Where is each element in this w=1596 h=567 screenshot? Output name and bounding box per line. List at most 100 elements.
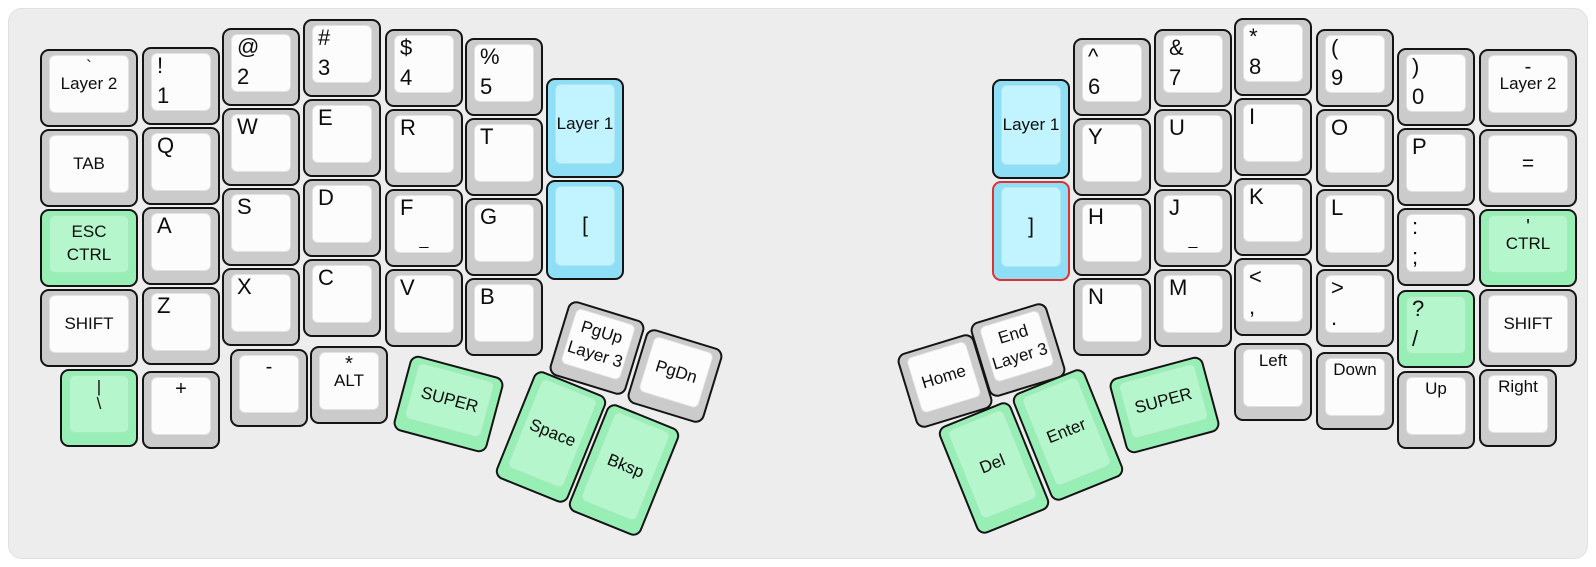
key-layer1-right[interactable]: Layer 1 <box>992 79 1070 179</box>
key-amp-7[interactable]: &7 <box>1154 29 1232 107</box>
key-tab[interactable]: TAB <box>40 129 138 207</box>
key-esc-ctrl[interactable]: ESC CTRL <box>40 209 138 287</box>
key-r[interactable]: R <box>385 109 463 187</box>
key-caret-6[interactable]: ^6 <box>1073 38 1151 116</box>
key-s[interactable]: S <box>222 188 300 266</box>
keytop: TAB <box>49 135 129 193</box>
key-arrow-right[interactable]: Right <box>1479 369 1557 447</box>
keytop: - <box>239 355 299 413</box>
key-g[interactable]: G <box>465 198 543 276</box>
key-j[interactable]: J_ <box>1154 189 1232 267</box>
keytop: ^6 <box>1082 44 1142 102</box>
key-legend: + <box>175 378 187 400</box>
keytop: SHIFT <box>49 295 129 353</box>
key-shift-right[interactable]: SHIFT <box>1479 289 1577 367</box>
keytop: ESC CTRL <box>49 215 129 273</box>
key-layer1-left[interactable]: Layer 1 <box>546 78 624 178</box>
key-legend: ? <box>1412 296 1425 321</box>
key-z[interactable]: Z <box>142 287 220 365</box>
key-legend: 9 <box>1331 64 1344 90</box>
key-legend: Up <box>1425 379 1447 398</box>
key-p[interactable]: P <box>1397 128 1475 206</box>
key-super-right[interactable]: SUPER <box>1107 354 1222 456</box>
key-legend: 8 <box>1249 53 1262 79</box>
key-f[interactable]: F_ <box>385 189 463 267</box>
key-legend: ( <box>1331 35 1339 60</box>
keytop: %5 <box>474 44 534 102</box>
key-lparen-9[interactable]: (9 <box>1316 29 1394 107</box>
key-i[interactable]: I <box>1234 98 1312 176</box>
keytop: L <box>1325 195 1385 253</box>
key-pipe-backslash[interactable]: |\ <box>60 369 138 447</box>
keytop: E <box>312 105 372 163</box>
key-l[interactable]: L <box>1316 189 1394 267</box>
key-legend: : <box>1412 214 1419 239</box>
key-y[interactable]: Y <box>1073 118 1151 196</box>
key-less-comma[interactable]: <, <box>1234 258 1312 336</box>
key-q[interactable]: Q <box>142 127 220 205</box>
key-c[interactable]: C <box>303 259 381 337</box>
key-u[interactable]: U <box>1154 109 1232 187</box>
key-legend: Y <box>1088 124 1103 149</box>
key-rparen-0[interactable]: )0 <box>1397 48 1475 126</box>
key-percent-5[interactable]: %5 <box>465 38 543 116</box>
key-x[interactable]: X <box>222 268 300 346</box>
key-v[interactable]: V <box>385 269 463 347</box>
key-colon-semicolon[interactable]: :; <box>1397 208 1475 286</box>
key-legend: ; <box>1412 243 1419 269</box>
keytop: >. <box>1325 275 1385 333</box>
key-super-left[interactable]: SUPER <box>391 353 506 455</box>
key-legend: Left <box>1258 351 1288 370</box>
key-d[interactable]: D <box>303 179 381 257</box>
key-layer2-left[interactable]: `Layer 2 <box>40 49 138 127</box>
key-at-2[interactable]: @2 <box>222 28 300 106</box>
key-dollar-4[interactable]: $4 <box>385 29 463 107</box>
key-n[interactable]: N <box>1073 278 1151 356</box>
key-hash-3[interactable]: #3 <box>303 19 381 97</box>
key-w[interactable]: W <box>222 108 300 186</box>
key-legend: 0 <box>1412 83 1425 109</box>
key-star-8[interactable]: *8 <box>1234 18 1312 96</box>
key-minus-left[interactable]: - <box>230 349 308 427</box>
keytop: &7 <box>1163 35 1223 93</box>
key-star-alt[interactable]: *ALT <box>310 346 388 424</box>
keytop: M <box>1163 275 1223 333</box>
keytop: F_ <box>394 195 454 253</box>
key-legend: 4 <box>400 64 413 90</box>
key-shift-left[interactable]: SHIFT <box>40 289 138 367</box>
keytop: :; <box>1406 214 1466 272</box>
key-arrow-left[interactable]: Left <box>1234 343 1312 421</box>
key-legend: _ <box>1188 232 1198 249</box>
keytop: )0 <box>1406 54 1466 112</box>
key-layer2-right[interactable]: -Layer 2 <box>1479 49 1577 127</box>
keytop: D <box>312 185 372 243</box>
key-greater-period[interactable]: >. <box>1316 269 1394 347</box>
key-question-slash[interactable]: ?/ <box>1397 290 1475 368</box>
key-e[interactable]: E <box>303 99 381 177</box>
key-plus[interactable]: + <box>142 371 220 449</box>
key-arrow-up[interactable]: Up <box>1397 371 1475 449</box>
key-h[interactable]: H <box>1073 198 1151 276</box>
keytop: G <box>474 204 534 262</box>
key-right-bracket[interactable]: ] <box>992 181 1070 281</box>
key-exclam-1[interactable]: !1 <box>142 47 220 125</box>
key-quote-ctrl[interactable]: 'CTRL <box>1479 209 1577 287</box>
keytop: *8 <box>1243 24 1303 82</box>
key-equals[interactable]: = <box>1479 129 1577 207</box>
key-b[interactable]: B <box>465 278 543 356</box>
key-legend: 2 <box>237 63 250 89</box>
key-k[interactable]: K <box>1234 178 1312 256</box>
key-legend: ^ <box>1088 44 1099 69</box>
key-t[interactable]: T <box>465 118 543 196</box>
key-a[interactable]: A <box>142 207 220 285</box>
key-m[interactable]: M <box>1154 269 1232 347</box>
key-o[interactable]: O <box>1316 109 1394 187</box>
key-arrow-down[interactable]: Down <box>1316 352 1394 430</box>
key-legend: * <box>345 353 353 375</box>
key-legend: . <box>1331 304 1338 330</box>
key-left-bracket[interactable]: [ <box>546 180 624 280</box>
key-legend: CTRL <box>1505 233 1551 253</box>
key-legend: SHIFT <box>64 313 114 333</box>
key-legend: | <box>96 377 102 396</box>
